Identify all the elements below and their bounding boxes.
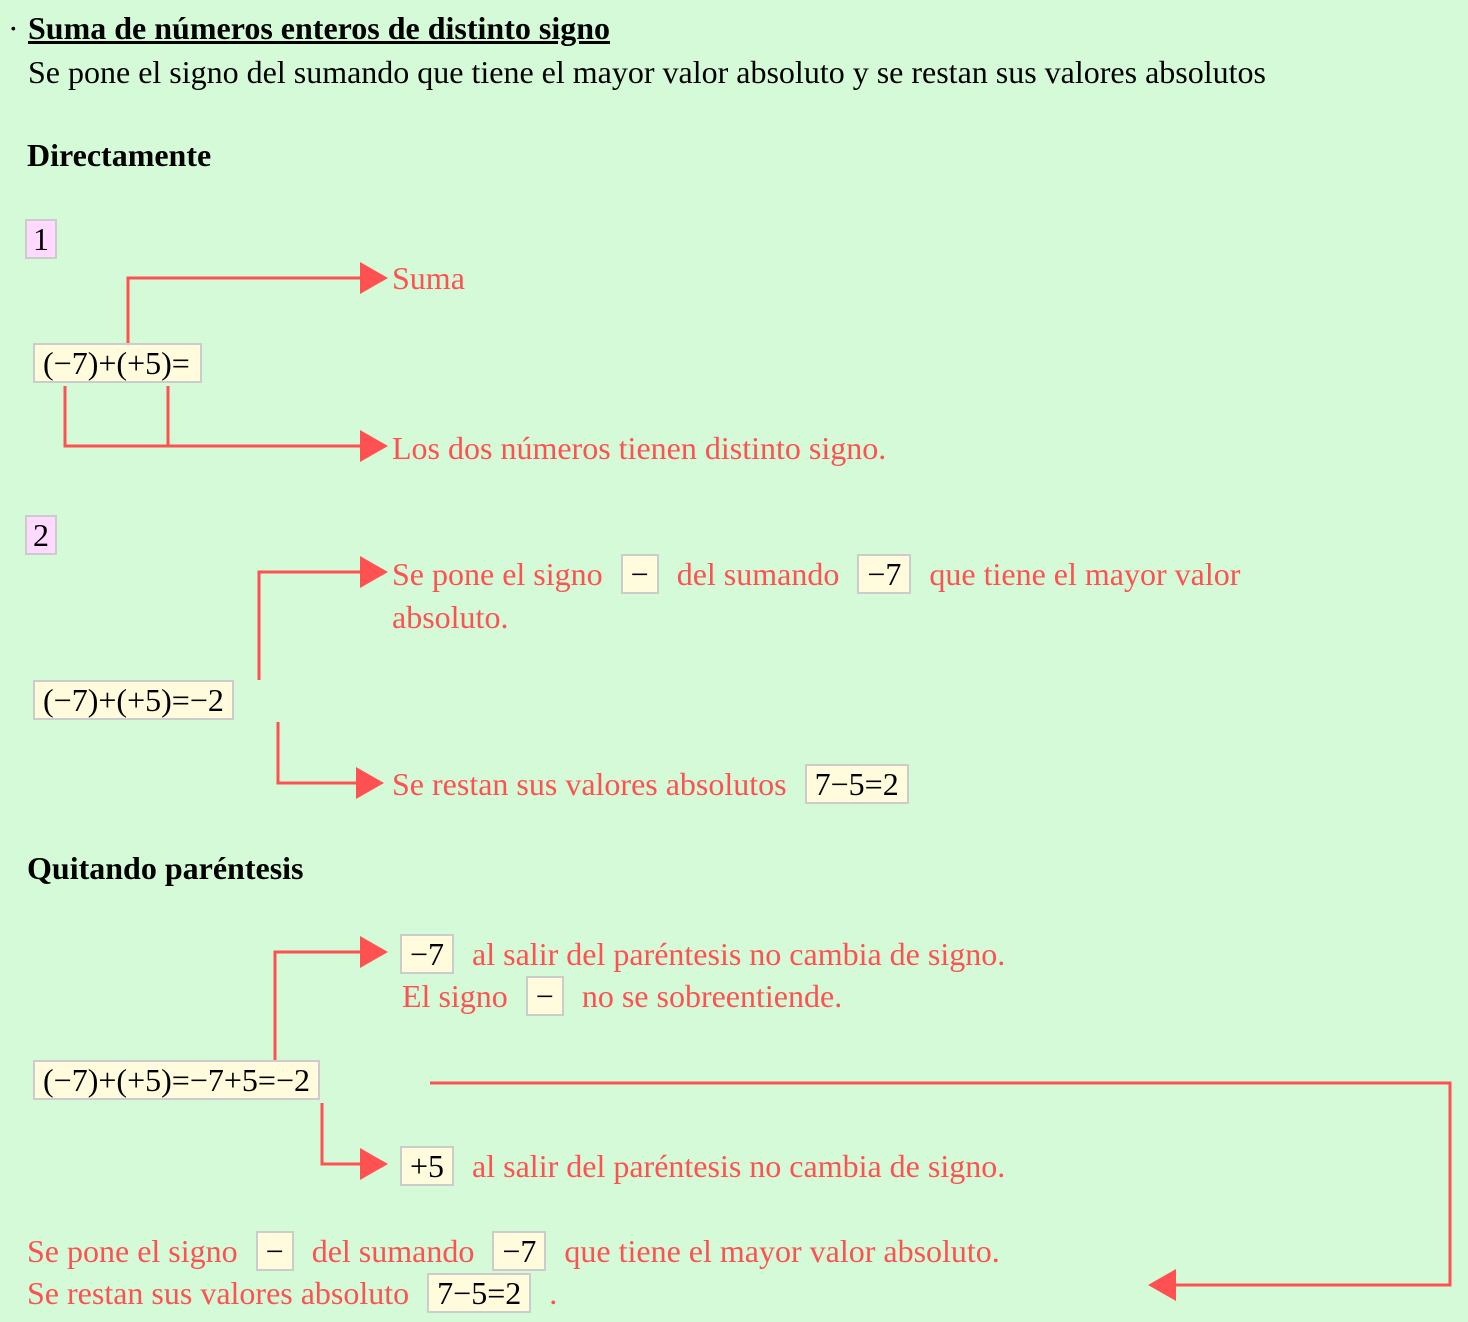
rule-text: Se pone el signo del sumando que tiene e… xyxy=(28,54,1266,90)
note-sobreentiende: El signo−no se sobreentiende. xyxy=(402,976,842,1016)
note-distinto-signo: Los dos números tienen distinto signo. xyxy=(392,430,887,466)
section-heading-directamente: Directamente xyxy=(27,137,212,173)
note-text: no se sobreentiende. xyxy=(581,978,843,1014)
note-text: al salir del paréntesis no cambia de sig… xyxy=(472,936,1006,972)
arrow-line xyxy=(126,276,364,343)
note-suma: Suma xyxy=(392,260,465,296)
sign-box: − xyxy=(620,554,659,594)
note-text: Se pone el signo xyxy=(392,556,603,592)
conclusion-line1: Se pone el signo−del sumando −7 que tiene … xyxy=(27,1231,1000,1271)
note-text: que tiene el mayor valor absoluto. xyxy=(564,1233,1000,1269)
addend-box: −7 xyxy=(857,554,912,594)
arrow-head-icon xyxy=(1148,1269,1176,1301)
step-number: 1 xyxy=(25,219,57,259)
arrow-line xyxy=(257,570,364,680)
step-number: 2 xyxy=(25,515,57,555)
sign-box: − xyxy=(255,1231,294,1271)
expression-box: (−7)+(+5)=−7+5=−2 xyxy=(33,1060,320,1100)
arrow-head-icon xyxy=(360,1148,388,1180)
arrow-head-icon xyxy=(360,430,388,462)
arrow-line xyxy=(320,1103,364,1166)
bullet: · xyxy=(8,10,19,46)
note-restan: Se restan sus valores absolutos 7−5=2 xyxy=(392,764,909,804)
note-text: del sumando xyxy=(311,1233,475,1269)
section-heading-quitando: Quitando paréntesis xyxy=(27,850,304,886)
note-text: El signo xyxy=(402,978,508,1014)
note-text: Se pone el signo xyxy=(27,1233,238,1269)
note-minus7: −7 al salir del paréntesis no cambia de s… xyxy=(400,934,1005,974)
note-text: . xyxy=(549,1275,558,1311)
note-plus5: +5 al salir del paréntesis no cambia de s… xyxy=(400,1146,1005,1186)
arrow-line xyxy=(430,1081,1452,1287)
note-text: al salir del paréntesis no cambia de sig… xyxy=(472,1148,1006,1184)
arrow-head-icon xyxy=(356,767,384,799)
note-text: Se restan sus valores absolutos xyxy=(392,766,787,802)
addend-box: −7 xyxy=(492,1231,547,1271)
conclusion-line2: Se restan sus valores absoluto 7−5=2. xyxy=(27,1273,557,1313)
expression-box: (−7)+(+5)= xyxy=(33,343,202,383)
term-box: +5 xyxy=(400,1146,455,1186)
arrow-head-icon xyxy=(360,556,388,588)
note-text: que tiene el mayor valor xyxy=(929,556,1241,592)
note-text: del sumando xyxy=(676,556,840,592)
note-signo: Se pone el signo−del sumando −7 que tiene … xyxy=(392,554,1240,594)
arrow-line xyxy=(63,386,364,448)
expression-box: (−7)+(+5)=−2 xyxy=(33,680,234,720)
arrow-line xyxy=(273,950,364,1060)
calc-box: 7−5=2 xyxy=(804,764,909,804)
note-text: Se restan sus valores absoluto xyxy=(27,1275,410,1311)
arrow-line xyxy=(276,722,360,785)
calc-box: 7−5=2 xyxy=(427,1273,532,1313)
arrow-head-icon xyxy=(360,936,388,968)
note-text: absoluto. xyxy=(392,599,509,635)
arrow-head-icon xyxy=(360,262,388,294)
term-box: −7 xyxy=(400,934,455,974)
sign-box: − xyxy=(525,976,564,1016)
page-title: Suma de números enteros de distinto sign… xyxy=(28,10,610,46)
